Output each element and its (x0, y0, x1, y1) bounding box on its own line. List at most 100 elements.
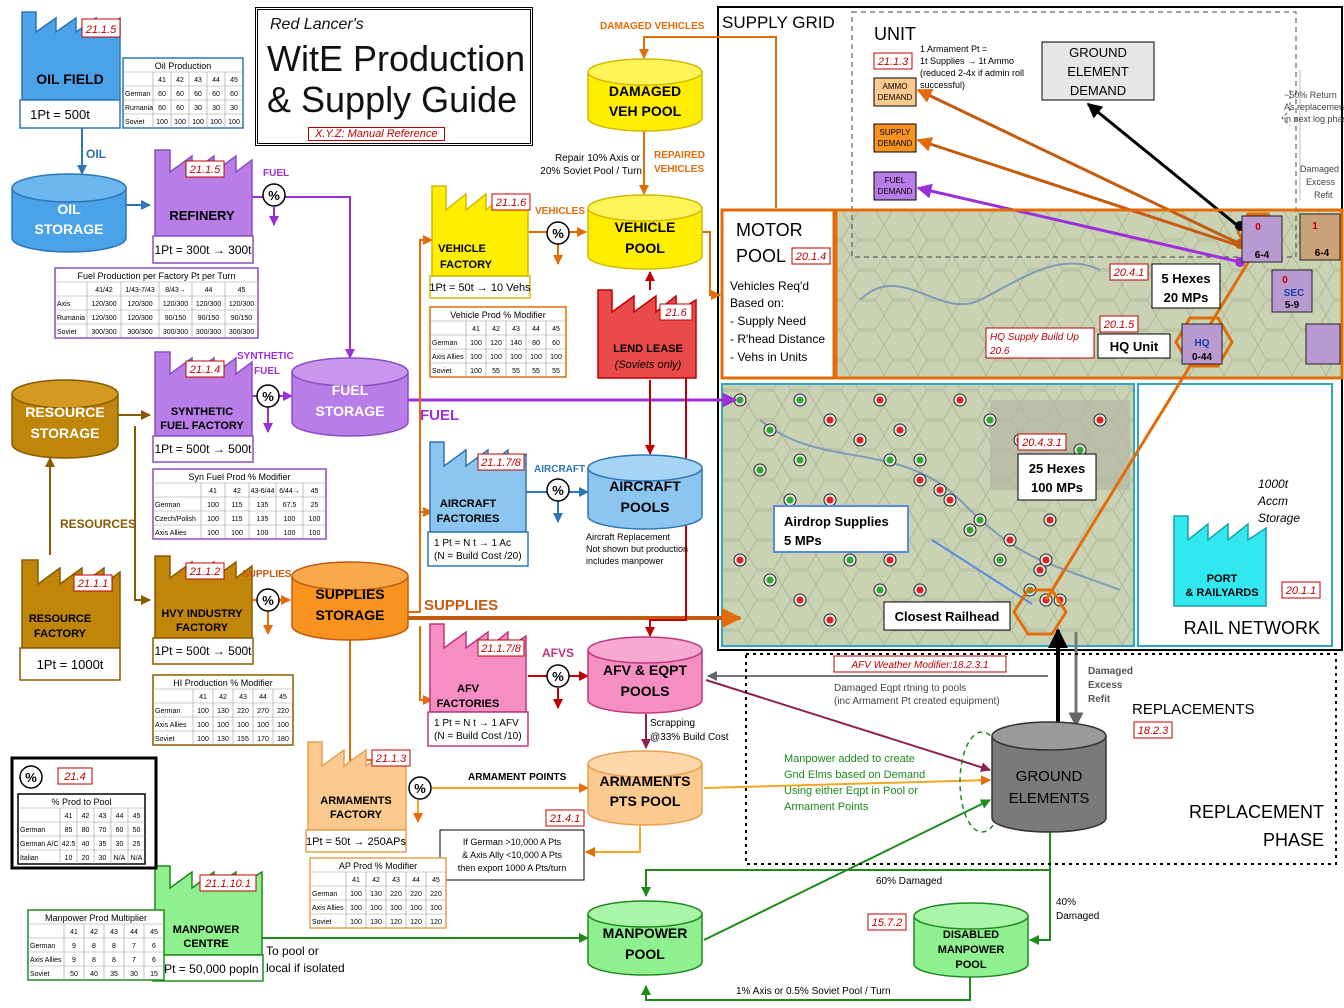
supplies-small-label: SUPPLIES (242, 569, 292, 580)
svg-text:Damaged Eqpt rtning to pools: Damaged Eqpt rtning to pools (834, 683, 966, 694)
table-cell: 60 (194, 91, 202, 98)
svg-text:Not shown but production: Not shown but production (586, 544, 688, 554)
table-header-cell: 41 (199, 694, 207, 701)
svg-text:Damaged: Damaged (1300, 164, 1339, 174)
svg-text:Based on:: Based on: (730, 296, 784, 310)
railway-node-marker (886, 556, 894, 564)
table-cell: 42.5 (62, 841, 76, 848)
table-cell: 50 (70, 971, 78, 978)
oil-storage-label-2: STORAGE (35, 221, 104, 237)
fuel-storage-cylinder: FUEL STORAGE (291, 357, 409, 437)
table-cell: 100 (350, 891, 362, 898)
supplies-to-afv-line (419, 626, 433, 705)
table-cell: 85 (65, 827, 73, 834)
lend-lease-ref: 21.6 (664, 307, 687, 319)
table-header-cell: 44 (412, 877, 420, 884)
table-cell: 100 (217, 722, 229, 729)
vehicle-pool-label-1: VEHICLE (615, 219, 676, 235)
aircraft-pools-cylinder: AIRCRAFT POOLS (587, 454, 703, 530)
armaments-factory-rate: 1Pt = 50t → 250APs (306, 836, 406, 848)
damaged-veh-pool-label-2: VEH POOL (609, 103, 682, 119)
svg-text:Storage: Storage (1258, 511, 1300, 525)
title-line-1: WitE Production (267, 38, 526, 79)
afv-factory-label-2: FACTORIES (437, 698, 500, 710)
ground-element-demand-box (1041, 41, 1155, 101)
table-cell: 55 (512, 368, 520, 375)
table-cell: 100 (490, 354, 502, 361)
table-cell: Axis Allies (30, 957, 62, 964)
afv-factory-ref: 21.1.7/8 (480, 643, 522, 655)
armaments-percent-icon (408, 776, 432, 800)
table-cell: 100 (257, 530, 269, 537)
manpower-pool-label-1: MANPOWER (603, 925, 688, 941)
refinery-percent-icon (262, 183, 286, 207)
svg-text:DEMAND: DEMAND (878, 139, 913, 148)
table-cell: German (155, 502, 180, 509)
replacement-phase-label-2: PHASE (1263, 830, 1324, 850)
table-cell: Soviet (312, 919, 332, 926)
table-cell: N/A (131, 855, 143, 862)
table-cell: Axis Allies (312, 905, 344, 912)
table-cell: 120/300 (91, 315, 116, 322)
table-header-cell: 41 (65, 813, 73, 820)
hq-to-unit-supply-line (1206, 255, 1254, 329)
railway-node-marker (946, 496, 954, 504)
aircraft-factory-label-2: FACTORIES (437, 513, 500, 525)
table-header-cell: 44 (130, 929, 138, 936)
afv-pools-label-1: AFV & EQPT (603, 662, 687, 678)
table-cell: German (312, 891, 337, 898)
svg-text:20.4.1: 20.4.1 (1113, 267, 1145, 279)
table-cell: 100 (510, 354, 522, 361)
svg-text:SEC: SEC (1284, 288, 1305, 299)
table-cell: 120 (410, 919, 422, 926)
svg-text:%: % (268, 188, 280, 203)
svg-text:%: % (414, 781, 426, 796)
repair-rate-1: Repair 10% Axis or (555, 153, 641, 164)
armaments-factory-label-2: FACTORY (330, 809, 383, 821)
svg-text:Airdrop Supplies: Airdrop Supplies (784, 514, 889, 529)
table-cell: 300/300 (163, 329, 188, 336)
disabled-pool-label-1: DISABLED (943, 929, 999, 941)
replacement-phase-region (745, 653, 1337, 865)
table-cell: 100 (156, 119, 168, 126)
table-header-cell: 43 (110, 929, 118, 936)
table-cell: 30 (116, 841, 124, 848)
table-cell: 100 (210, 119, 222, 126)
table-cell: 130 (370, 919, 382, 926)
table-cell: Axis Allies (432, 354, 464, 361)
ammo-demand-box (873, 77, 917, 107)
synthetic-label-2: FUEL FACTORY (160, 420, 244, 432)
table-header-cell: 43-6/44 (251, 488, 275, 495)
table-header-cell: 44 (532, 326, 540, 333)
table-cell: 120/300 (91, 301, 116, 308)
unit-counter-4 (1299, 213, 1341, 261)
svg-text:21.1.3: 21.1.3 (877, 56, 909, 68)
table-header-cell: 8/43→ (165, 287, 186, 294)
vehicle-pool-label-2: POOL (625, 240, 665, 256)
table-cell: 40 (82, 841, 90, 848)
port-railyards-factory: PORT & RAILYARDS (1173, 515, 1267, 607)
vehicle-factory-label-1: VEHICLE (438, 243, 486, 255)
manpower-centre-rate: 1Pt = 50,000 popln (157, 962, 258, 976)
table-cell: 120 (490, 340, 502, 347)
railway-node-marker (756, 466, 764, 474)
unit-title: UNIT (874, 24, 916, 44)
railway-node-marker (956, 396, 964, 404)
afv-factory: AFV FACTORIES (429, 623, 527, 713)
table-cell: 8 (92, 957, 96, 964)
table-cell: 115 (231, 516, 242, 523)
table-cell: 130 (217, 736, 229, 743)
table-header-cell: 41 (472, 326, 480, 333)
table-cell: 180 (277, 736, 289, 743)
title-box: Red Lancer's WitE Production & Supply Gu… (255, 7, 533, 146)
railway-node-marker (876, 586, 884, 594)
railway-node-marker (826, 416, 834, 424)
supply-grid-content: SUPPLY GRID UNIT 21.1.3 1 Armament Pt = … (720, 13, 1344, 638)
railway-node-marker (826, 616, 834, 624)
table-cell: 55 (552, 368, 560, 375)
resources-flow-label: RESOURCES (60, 517, 136, 531)
table-cell: 220 (430, 891, 442, 898)
table-header-cell: 45 (230, 77, 238, 84)
